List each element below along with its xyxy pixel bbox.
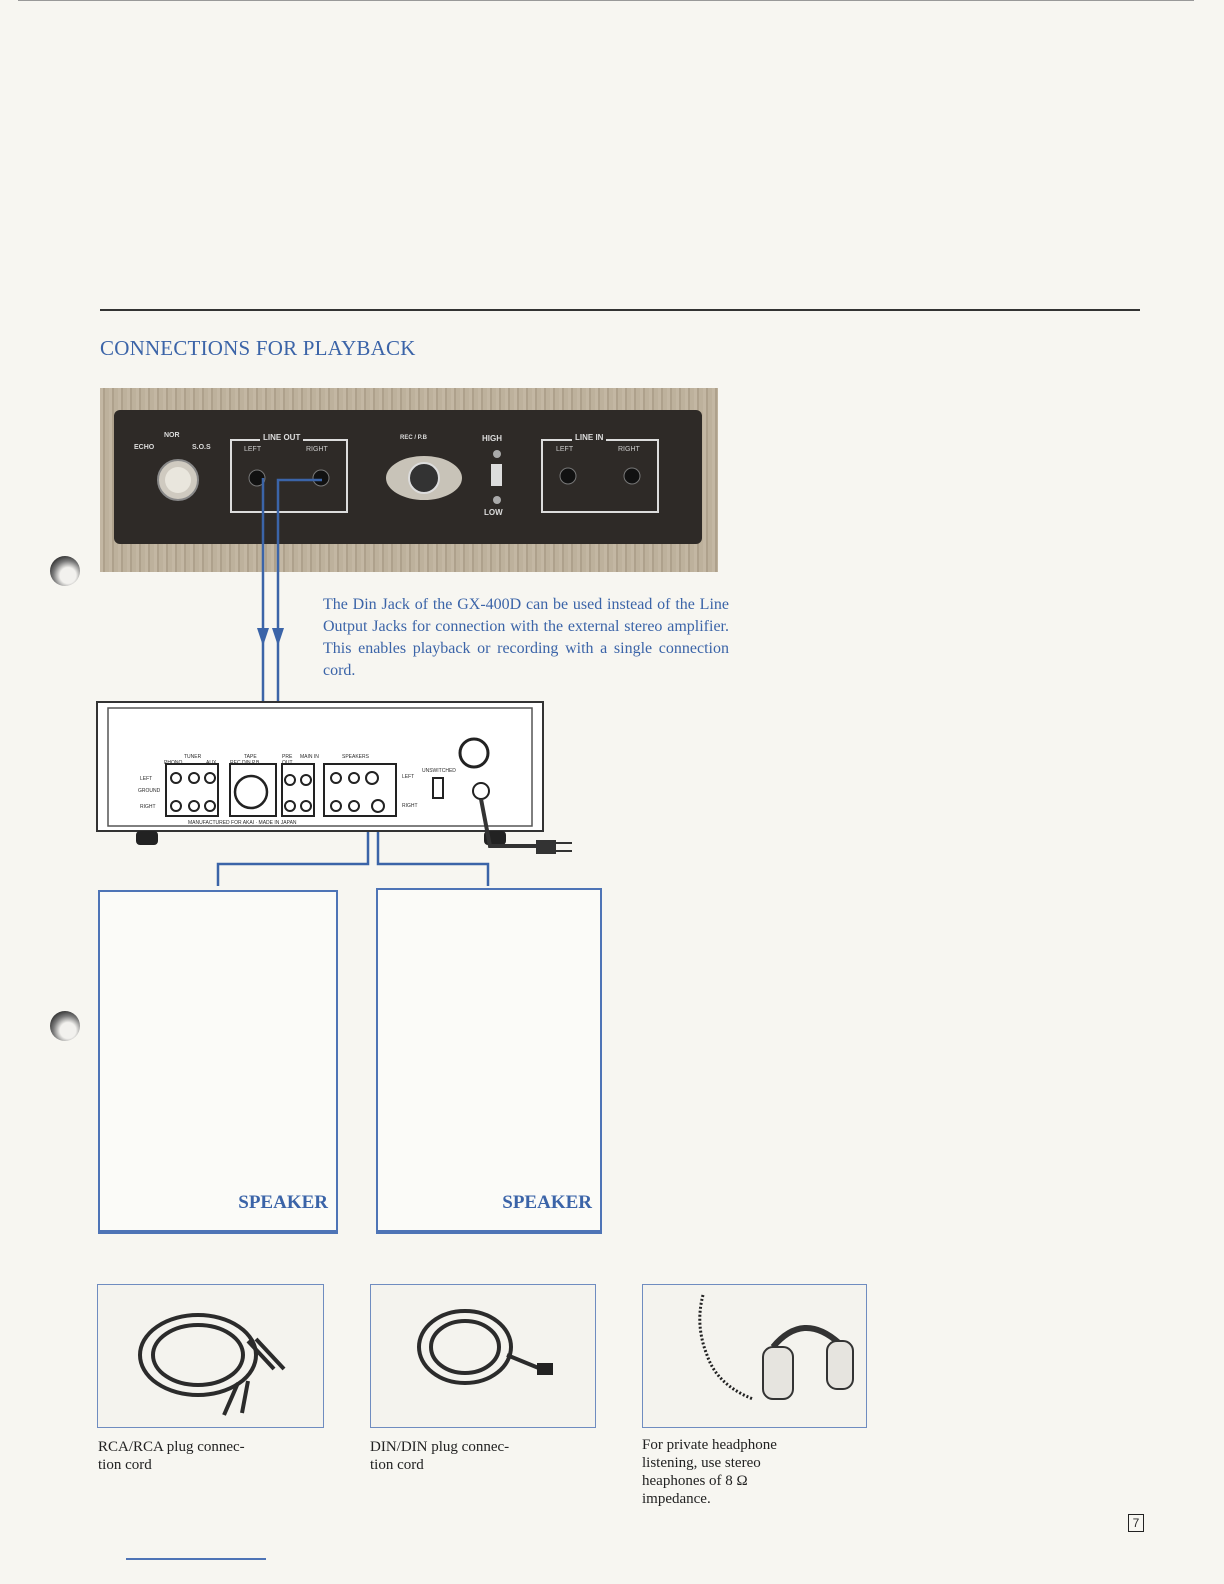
deck-panel-drawing <box>100 388 718 572</box>
speaker-label: SPEAKER <box>502 1192 592 1214</box>
headphones-icon <box>643 1285 866 1427</box>
tuner-label: TUNER <box>184 754 201 760</box>
rca-cord-icon <box>98 1285 323 1427</box>
binder-hole-icon <box>50 556 80 586</box>
line-out-label: LINE OUT <box>260 433 303 442</box>
unswitched-label: UNSWITCHED <box>422 768 456 774</box>
top-edge-rule <box>18 0 1194 1</box>
main-in-label: MAIN IN <box>300 754 322 760</box>
din-jack-description: The Din Jack of the GX-400D can be used … <box>323 594 729 682</box>
caption-line: tion cord <box>98 1456 245 1474</box>
line-in-label: LINE IN <box>572 433 606 442</box>
caption-line: For private headphone <box>642 1436 777 1454</box>
din-cord-icon <box>371 1285 595 1427</box>
phono-label: PHONO <box>164 760 182 766</box>
left-speaker: SPEAKER <box>98 890 338 1234</box>
maker-label: MANUFACTURED FOR AKAI · MADE IN JAPAN <box>188 820 297 826</box>
high-label: HIGH <box>482 434 502 443</box>
rca-cord-caption: RCA/RCA plug connec- tion cord <box>98 1438 245 1474</box>
sos-label: S.O.S <box>192 444 211 451</box>
caption-line: RCA/RCA plug connec- <box>98 1438 245 1456</box>
speaker-left-label: LEFT <box>402 774 414 780</box>
line-in-right-label: RIGHT <box>618 446 640 453</box>
caption-line: DIN/DIN plug connec- <box>370 1438 509 1456</box>
din-cord-caption: DIN/DIN plug connec- tion cord <box>370 1438 509 1474</box>
right-speaker: SPEAKER <box>376 888 602 1234</box>
right-input-label: RIGHT <box>140 804 156 810</box>
line-out-right-label: RIGHT <box>306 446 328 453</box>
page-number: 7 <box>1128 1514 1144 1532</box>
line-in-left-label: LEFT <box>556 446 573 453</box>
rca-cord-photo <box>97 1284 324 1428</box>
headphones-photo <box>642 1284 867 1428</box>
echo-label: ECHO <box>134 444 154 451</box>
bottom-blue-rule <box>126 1558 266 1560</box>
low-label: LOW <box>484 508 503 517</box>
din-cord-photo <box>370 1284 596 1428</box>
speakers-label: SPEAKERS <box>342 754 369 760</box>
rec-pb-label: REC / P.B <box>400 435 427 441</box>
caption-line: impedance. <box>642 1490 777 1508</box>
caption-line: listening, use stereo <box>642 1454 777 1472</box>
binder-hole-icon <box>50 1011 80 1041</box>
pre-out-label: PRE OUT <box>282 754 302 766</box>
amplifier-drawing <box>96 700 596 870</box>
deck-rear-panel-photo: NOR ECHO S.O.S LINE OUT LEFT RIGHT REC /… <box>100 388 718 572</box>
headphones-caption: For private headphone listening, use ste… <box>642 1436 777 1508</box>
stereo-amplifier-rear: TUNER PHONO AUX TAPE REC DIN P.B PRE OUT… <box>96 700 544 832</box>
rec-din-pb-label: REC DIN P.B <box>230 760 259 766</box>
section-heading: CONNECTIONS FOR PLAYBACK <box>100 336 416 361</box>
nor-label: NOR <box>164 432 180 439</box>
section-divider <box>100 309 1140 311</box>
speaker-label: SPEAKER <box>238 1192 328 1214</box>
line-out-left-label: LEFT <box>244 446 261 453</box>
aux-label: AUX <box>206 760 216 766</box>
ground-label: GROUND <box>138 788 160 794</box>
speaker-right-label: RIGHT <box>402 803 418 809</box>
caption-line: heaphones of 8 Ω <box>642 1472 777 1490</box>
left-input-label: LEFT <box>140 776 152 782</box>
caption-line: tion cord <box>370 1456 509 1474</box>
